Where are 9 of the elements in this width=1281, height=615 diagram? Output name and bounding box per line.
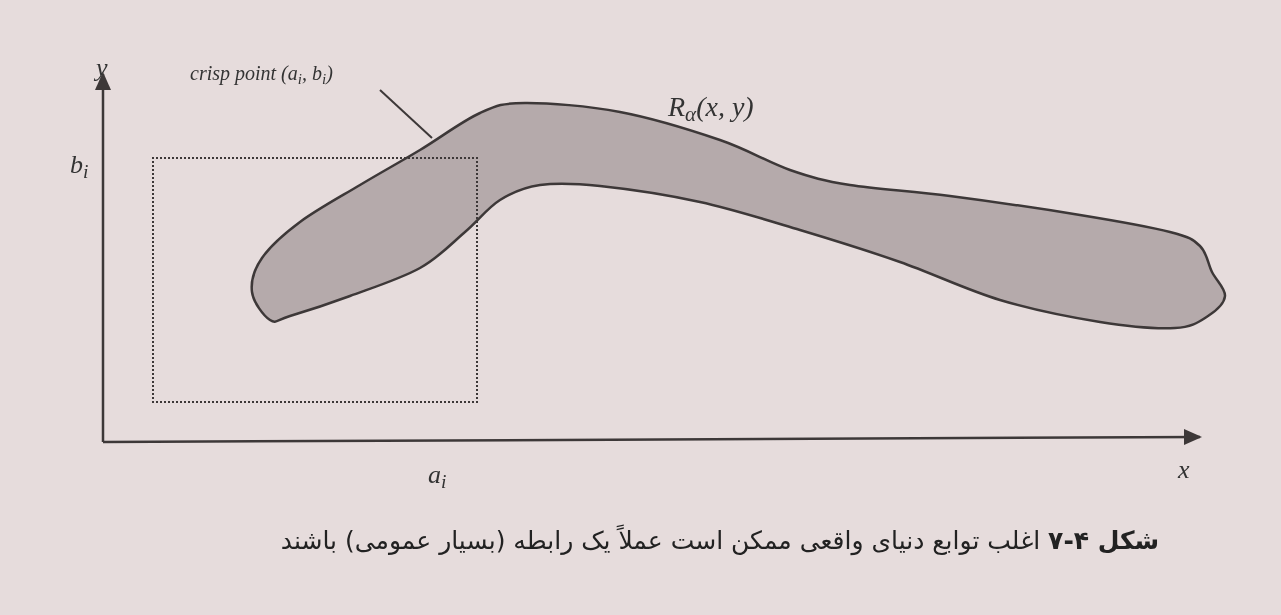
point-label: crisp point (a$_{i}$, b$_{i}$): [190, 58, 333, 88]
axis-label: a$_{i}$: [428, 459, 447, 494]
axis-label: b$_{i}$: [70, 149, 89, 184]
caption: شکل ۴-۷ اغلب توابع دنیای واقعی ممکن است عملاً یک رابطه (بسیار عمومی) باشند: [279, 523, 1161, 558]
axis-label: x: [1178, 454, 1190, 486]
region-label: R$_{α}$(x, y): [668, 90, 754, 128]
dotted-rectangle: [152, 157, 478, 403]
leader-line: [379, 89, 433, 139]
axis-label: y: [96, 52, 108, 84]
